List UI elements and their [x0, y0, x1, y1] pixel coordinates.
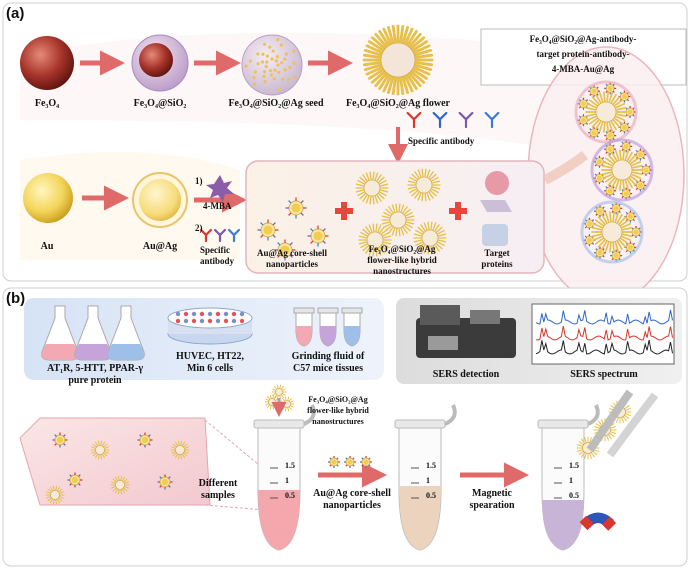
flower-b-label-3: nanostructures — [312, 417, 364, 426]
auag-b-label-2: nanoparticles — [323, 500, 381, 511]
panel-b-label: (b) — [6, 290, 26, 307]
sers-spectrum-label: SERS spectrum — [570, 369, 638, 380]
tube2-mark-0.5: 0.5 — [426, 491, 436, 500]
tube1-mark-0.5: 0.5 — [285, 491, 295, 500]
auag-b-label-1: Au@Ag core-shell — [313, 488, 391, 499]
au-ag-label: Au@Ag — [142, 241, 178, 252]
flower-hybrid-label-3: nanostructures — [373, 266, 431, 276]
specific-antibody-top-label: Specific antibody — [408, 136, 475, 146]
fe3o4-sio2-label: Fe₃O₄@SiO₂ — [133, 98, 187, 109]
flower-hybrid-label-2: flower-like hybrid — [367, 255, 437, 265]
panel-a-label: (a) — [6, 5, 25, 22]
sers-detection-label: SERS detection — [432, 369, 500, 380]
tube3-mark-0.5: 0.5 — [569, 491, 579, 500]
tube2-mark-1.5: 1.5 — [426, 461, 436, 470]
antibody-label: antibody — [200, 256, 235, 266]
proteins-label-1: AT₁R, 5-HTT, PPAR-γ — [46, 363, 144, 374]
target-label-1: Target — [484, 248, 510, 258]
sandwich-label-2: target protein-antibody- — [536, 49, 630, 59]
tube2-mark-1: 1 — [426, 476, 430, 485]
target-label-2: proteins — [481, 259, 513, 269]
step1-label: 1) — [195, 176, 203, 186]
cells-label-1: HUVEC, HT22, — [175, 351, 245, 362]
cells-label-2: Min 6 cells — [186, 363, 234, 374]
tube3-mark-1.5: 1.5 — [569, 461, 579, 470]
tube3-mark-1: 1 — [569, 476, 573, 485]
au-label: Au — [40, 241, 54, 252]
sandwich-label-3: 4-MBA-Au@Ag — [551, 64, 615, 74]
flower-label: Fe₃O₄@SiO₂@Ag flower — [346, 98, 450, 109]
step2-label: 2) — [195, 223, 203, 233]
magnetic-label-1: Magnetic — [472, 488, 512, 499]
different-label-2: samples — [201, 490, 235, 501]
seed-label: Fe₃O₄@SiO₂@Ag seed — [228, 98, 324, 109]
proteins-label-2: pure protein — [68, 375, 122, 386]
flower-b-label-2: flower-like hybrid — [307, 406, 369, 415]
specific-label: Specific — [200, 245, 230, 255]
tube1-mark-1.5: 1.5 — [285, 461, 295, 470]
fe3o4-label: Fe₃O₄ — [34, 98, 60, 109]
flower-b-label-1: Fe₃O₄@SiO₂@Ag — [308, 395, 368, 404]
tube1-mark-1: 1 — [285, 476, 289, 485]
tissue-label-1: Grinding fluid of — [291, 351, 365, 362]
auag-cs-label-1: Au@Ag core-shell — [257, 248, 327, 258]
mba-label: 4-MBA — [203, 201, 232, 211]
tissue-label-2: C57 mice tissues — [293, 363, 363, 374]
flower-hybrid-label-1: Fe₃O₄@SiO₂@Ag — [368, 244, 436, 254]
auag-cs-label-2: nanoparticles — [265, 259, 319, 269]
magnetic-label-2: spearation — [469, 500, 515, 511]
sandwich-label-1: Fe₃O₄@SiO₂@Ag-antibody- — [529, 34, 637, 44]
different-label-1: Different — [198, 478, 238, 489]
